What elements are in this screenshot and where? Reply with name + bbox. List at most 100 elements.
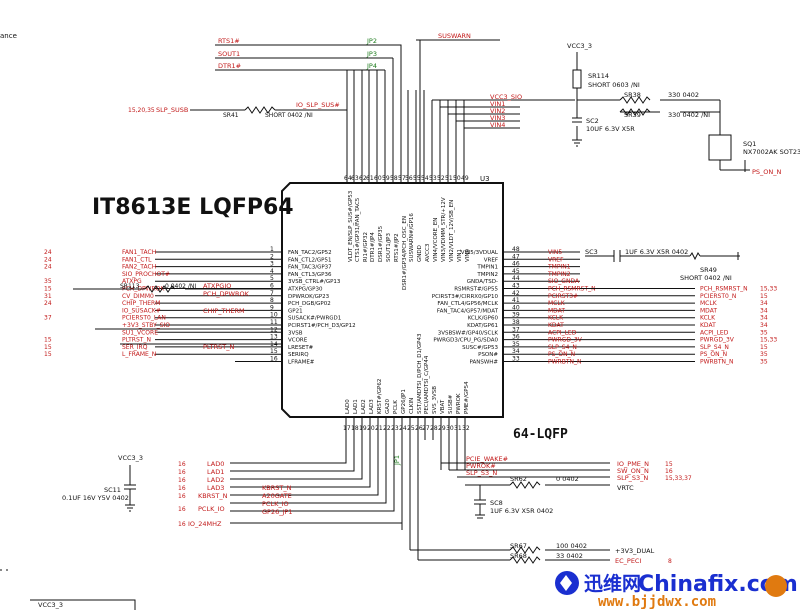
pin-25: 25 xyxy=(407,425,415,432)
pinfn-53: VIN4/VCORE_EN xyxy=(433,218,439,262)
left-pin-number: 3 xyxy=(270,261,274,268)
bottom-pin-numbers: 17 18 19 20 21 22 23 24 25 26 27 28 29 3… xyxy=(343,425,470,432)
left-pin-function: LFRAME# xyxy=(288,360,315,366)
left-pin-number: 16 xyxy=(270,356,278,363)
left-pin-function: 3VSB xyxy=(288,330,303,336)
right-pin-number: 39 xyxy=(512,312,520,319)
pinfn-25: CLKIN xyxy=(409,398,415,414)
right-ext-net: PCIERST0_N xyxy=(700,293,736,300)
sr113-value: 0 0402 /NI xyxy=(165,283,196,290)
sr39-value: 330 0402 /NI xyxy=(668,111,710,119)
right-ext-sheet: 15 xyxy=(760,344,768,351)
left-net-label: FAN1_TACH xyxy=(122,249,156,256)
right-pin-function: TMPIN2 xyxy=(476,272,498,278)
right-ext-net: PS_ON_N xyxy=(700,351,727,358)
net-vin4: VIN4 xyxy=(490,121,505,129)
top-pin-numbers: 64 63 62 61 60 59 58 57 56 55 54 53 52 5… xyxy=(344,175,469,182)
left-sheet-ref: 15 xyxy=(44,351,52,358)
right-pin-function: VIN5/3VDUAL xyxy=(461,250,499,256)
left-net-label: ATXPG xyxy=(122,278,142,285)
ic-refdes: U3 xyxy=(480,175,490,183)
left-net-label: +3V3_STBY_SIO xyxy=(122,322,170,329)
right-pin-number: 36 xyxy=(512,334,520,341)
right-ext-net: PWRGD_3V xyxy=(700,337,735,344)
right-pin-number: 47 xyxy=(512,253,520,260)
left-net-label: IO_SUSACK# xyxy=(122,307,161,314)
right-ext-sheet: 34 xyxy=(760,300,768,307)
sr68-value: 33 0402 xyxy=(556,552,583,560)
left-sheet-ref: 24 xyxy=(44,249,52,256)
net-io-pme: IO_PME_N xyxy=(617,460,649,468)
sr62-ref: SR62 xyxy=(510,475,527,483)
pin-56: 56 xyxy=(405,175,413,182)
left-pin-function: SUSACK#/PWRGD1 xyxy=(288,316,341,322)
watermark: 迅维网 Chinafix.com www.bjjdwx.com xyxy=(555,571,798,610)
sr41-resistor: 15,20,35 SLP_SUSB SR41 SHORT 0402 /NI IO… xyxy=(128,101,348,140)
net-lad2: LAD2 xyxy=(207,476,224,484)
left-pin-function: PCH_DGB/GP02 xyxy=(288,301,331,307)
watermark-ball-icon xyxy=(765,575,787,597)
right-pin-number: 45 xyxy=(512,268,520,275)
pin-61: 61 xyxy=(366,175,374,182)
right-net-label: MCLK xyxy=(548,300,566,307)
watermark-brand-cn: 迅维网 xyxy=(584,572,641,595)
sc11-ref: SC11 xyxy=(104,486,121,494)
left-net-label: FAN1_CTL xyxy=(122,256,152,263)
sheet-abrst: 16 xyxy=(178,493,186,500)
net-pclk: PCLK_IO xyxy=(262,500,289,508)
pinfn-21: KRST#/GP62 xyxy=(377,379,383,414)
watermark-logo-icon xyxy=(555,571,579,595)
pin-57: 57 xyxy=(398,175,406,182)
sc8-value: 1UF 6.3V X5R 0402 xyxy=(490,507,553,515)
pinfn-58: RTS1#/JP2 xyxy=(394,233,400,262)
net-lad0: LAD0 xyxy=(207,460,224,468)
left-pin-function: 3VSB_CTRL#/GP13 xyxy=(288,279,341,285)
left-pin-number: 6 xyxy=(270,283,274,290)
right-pin-number: 46 xyxy=(512,261,520,268)
pin-26: 26 xyxy=(415,425,423,432)
sheet-io-pme: 15 xyxy=(665,461,673,468)
net-suswarn: SUSWARN xyxy=(438,32,471,40)
left-sheet-ref: 15 xyxy=(44,286,52,293)
left-pin-number: 5 xyxy=(270,275,274,282)
pin-54: 54 xyxy=(421,175,429,182)
sr114-value: SHORT 0603 /NI xyxy=(588,81,640,89)
sr38-value: 330 0402 xyxy=(668,91,699,99)
left-net-label: SIO_PROCHOT# xyxy=(122,271,170,278)
pin-63: 63 xyxy=(351,175,359,182)
pin-49: 49 xyxy=(461,175,469,182)
bottom-pin-stubs xyxy=(345,417,466,560)
left-pin-number: 11 xyxy=(270,319,278,326)
pin-53: 53 xyxy=(429,175,437,182)
left-net-label: FAN2_TACH xyxy=(122,264,156,271)
right-net-label: VREF xyxy=(548,256,564,263)
bottom-left-nets: 16 16 16 16 16 16 16 LAD0 LAD1 LAD2 LAD3… xyxy=(178,440,402,528)
net-3v3-dual: +3V3_DUAL xyxy=(615,547,655,555)
right-pin-function: PSON# xyxy=(478,352,498,358)
pin-22: 22 xyxy=(383,425,391,432)
net-slp-susb: SLP_SUSB xyxy=(156,106,188,114)
pinfn-29: VBAT xyxy=(440,399,446,414)
right-pin-function: FAN_TAC4/GP57/MDAT xyxy=(437,308,499,314)
net-lad3: LAD3 xyxy=(207,484,224,492)
net-vrtc: VRTC xyxy=(617,484,634,492)
left-net-label: L_FRAME_N xyxy=(122,351,156,358)
pin-60: 60 xyxy=(374,175,382,182)
sheet-lad2: 16 xyxy=(178,477,186,484)
pinfn-60: DSR1#/GP35 xyxy=(378,225,384,262)
label-jp3: JP3 xyxy=(366,50,377,58)
pin-64: 64 xyxy=(344,175,352,182)
sr38-ref: SR38 xyxy=(624,91,641,99)
sc11-cap-block: VCC3_3 SC11 0.1UF 16V Y5V 0402 VCC3_3 xyxy=(0,454,143,610)
pin-28: 28 xyxy=(430,425,438,432)
right-pin-number: 42 xyxy=(512,290,520,297)
left-pin-function: SERIRQ xyxy=(288,352,309,358)
net-rts1: RTS1# xyxy=(218,37,240,45)
left-pin-number: 15 xyxy=(270,348,278,355)
net-slp-s3: SLP_S3_N xyxy=(617,474,648,482)
right-ext-sheet: 15 xyxy=(760,293,768,300)
sq1-ref: SQ1 xyxy=(743,140,756,148)
left-sheet-ref: 15 xyxy=(44,337,52,344)
pin-55: 55 xyxy=(413,175,421,182)
